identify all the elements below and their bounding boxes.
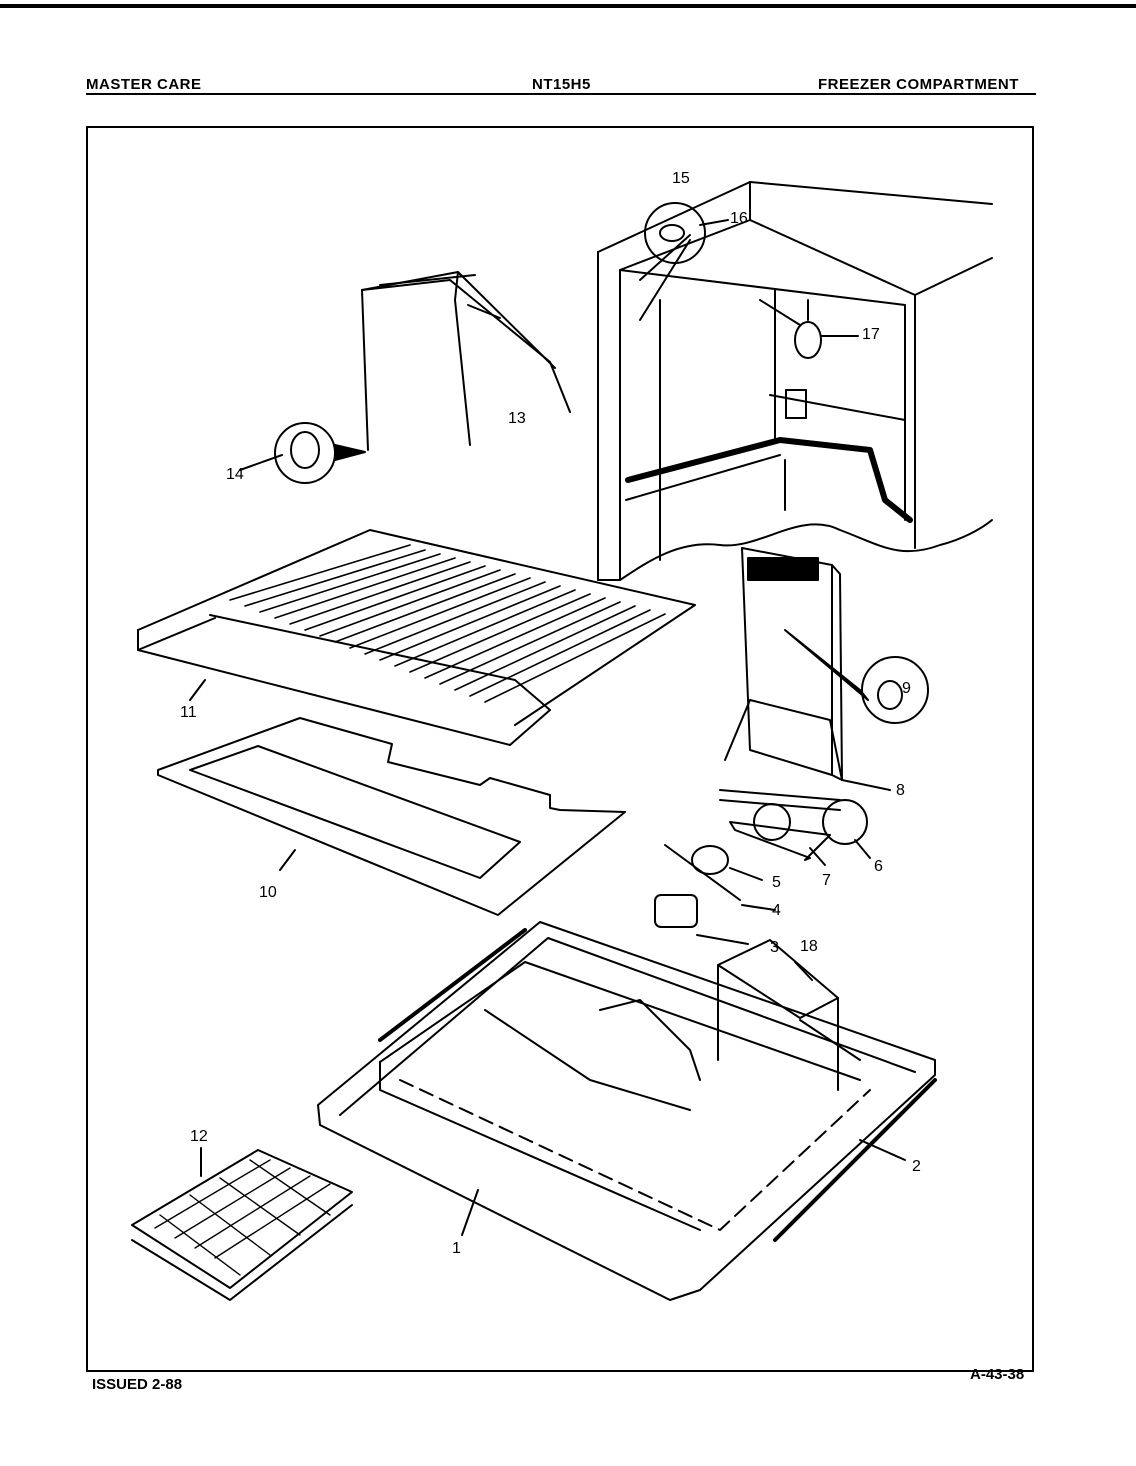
grille-shelf-drawing <box>137 529 696 746</box>
insulation-panel-drawing <box>157 717 626 916</box>
callout-1: 1 <box>452 1240 461 1257</box>
header-model-number: NT15H5 <box>532 76 591 93</box>
callout-17: 17 <box>862 326 880 343</box>
callout-7: 7 <box>822 872 831 889</box>
header-brand: MASTER CARE <box>86 76 202 93</box>
callout-8: 8 <box>896 782 905 799</box>
callout-4: 4 <box>772 902 781 919</box>
callout-15: 15 <box>672 170 690 187</box>
freezer-rack-drawing <box>239 271 571 484</box>
callout-12: 12 <box>190 1128 208 1145</box>
callout-3: 3 <box>770 939 779 956</box>
issued-date: ISSUED 2-88 <box>92 1376 183 1393</box>
fan-assembly-drawing <box>654 799 871 945</box>
diagram-frame <box>86 126 1034 1372</box>
evaporator-cover-drawing <box>719 547 929 811</box>
ice-tray-drawing <box>131 1147 353 1301</box>
callout-2: 2 <box>912 1158 921 1175</box>
callout-13: 13 <box>508 410 526 427</box>
header-section-title: FREEZER COMPARTMENT <box>818 76 1019 93</box>
callout-11: 11 <box>180 704 197 721</box>
callout-6: 6 <box>874 858 883 875</box>
freezer-liner-drawing <box>317 921 937 1301</box>
freezer-cabinet-drawing <box>597 181 993 581</box>
callout-16: 16 <box>730 210 748 227</box>
header-rule <box>86 93 1036 95</box>
callout-5: 5 <box>772 874 781 891</box>
callout-14: 14 <box>226 466 244 483</box>
callout-10: 10 <box>259 884 277 901</box>
callout-18: 18 <box>800 938 818 955</box>
callout-9: 9 <box>902 680 911 697</box>
page-code: A-43-38 <box>970 1366 1025 1383</box>
top-border-rule <box>0 4 1136 8</box>
